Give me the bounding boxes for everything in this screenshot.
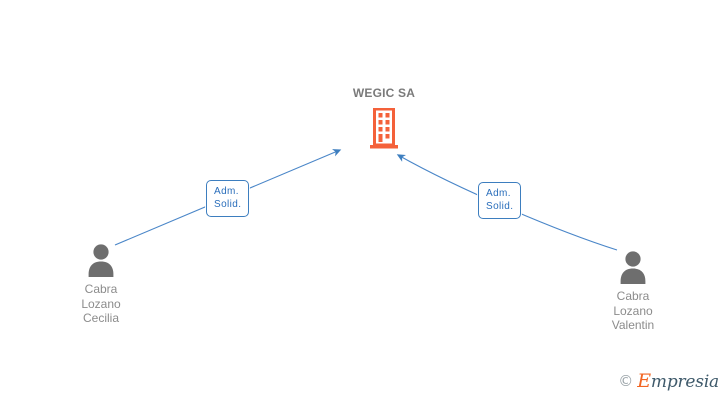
person-name-line: Cecilia [82,311,119,325]
empresia-watermark: © Empresia [618,372,719,391]
person-name-line: Valentin [611,318,655,332]
person-icon [573,250,693,284]
relation-label-right[interactable]: Adm. Solid. [478,182,522,219]
person-label-valentin: Cabra Lozano Valentin [573,289,693,333]
brand-initial: E [637,370,651,392]
brand-wordmark: Empresia [637,372,719,391]
person-name-line: Cabra [84,282,118,296]
person-icon [41,243,161,277]
person-name-line: Lozano [81,296,121,311]
person-node-cecilia[interactable]: Cabra Lozano Cecilia [41,243,161,326]
relation-label-right-line1: Adm. [486,188,511,199]
relation-label-left[interactable]: Adm. Solid. [206,180,250,217]
company-node[interactable]: WEGIC SA [314,86,454,150]
copyright-icon: © [618,372,634,390]
person-node-valentin[interactable]: Cabra Lozano Valentin [573,250,693,333]
person-label-cecilia: Cabra Lozano Cecilia [41,282,161,326]
relation-label-left-line1: Adm. [214,186,239,197]
building-icon [314,106,454,150]
brand-rest: mpresia [650,372,719,392]
relation-label-right-line2: Solid. [486,201,514,212]
person-name-line: Cabra [616,289,650,303]
company-title: WEGIC SA [352,86,416,100]
relation-label-left-line2: Solid. [214,199,242,210]
person-name-line: Lozano [613,303,653,318]
